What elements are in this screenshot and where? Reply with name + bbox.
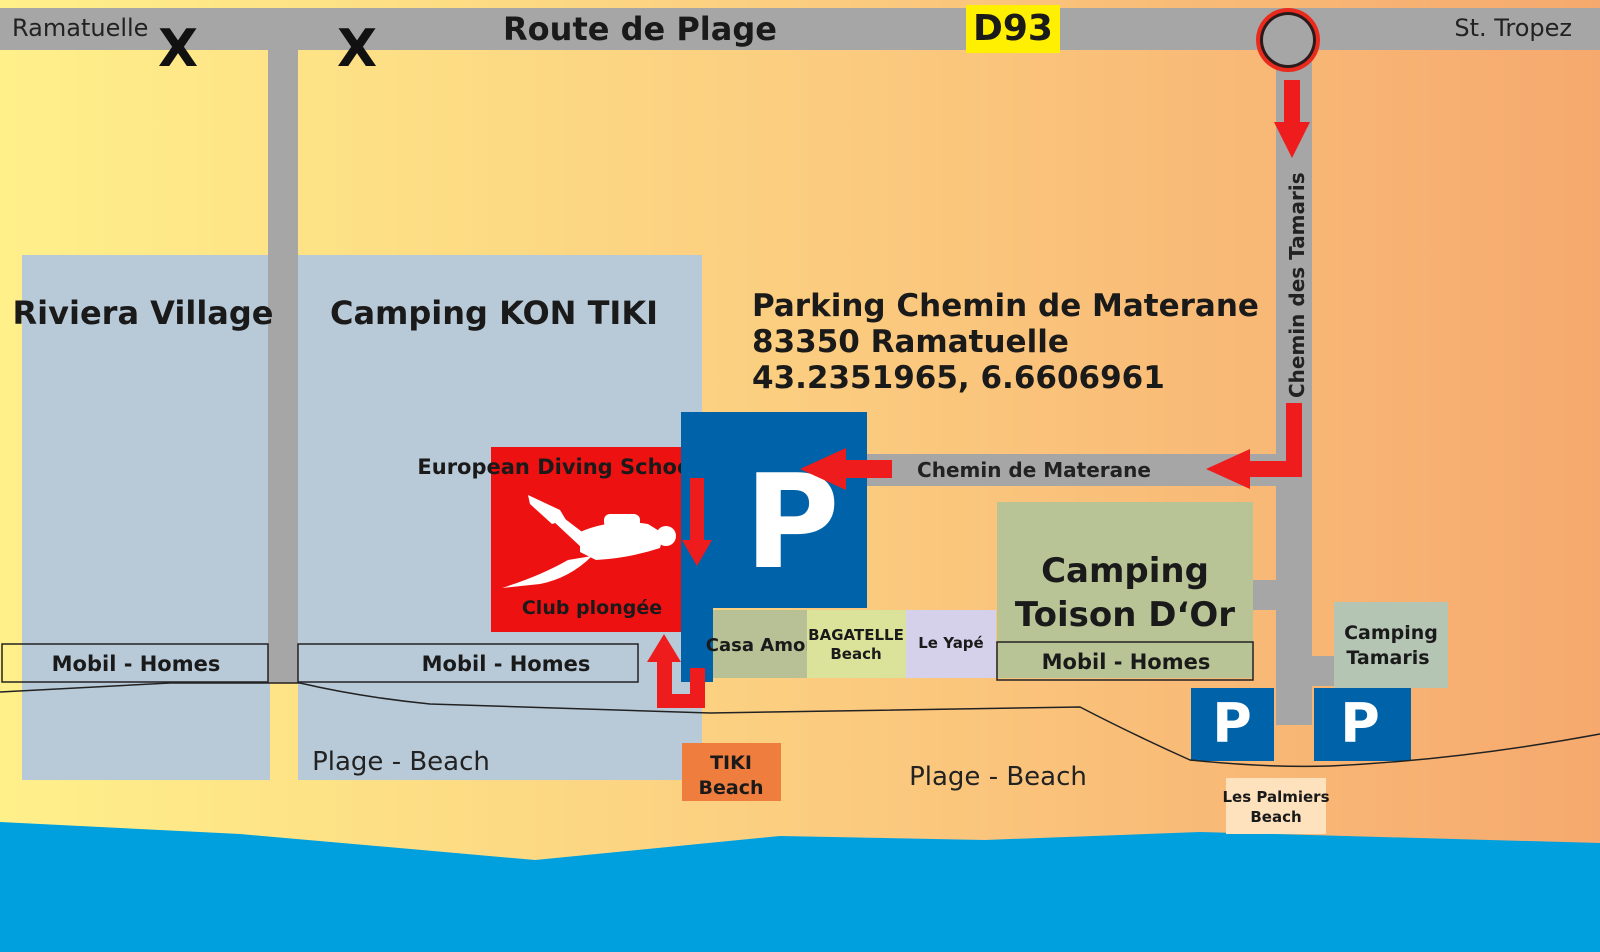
closed-marker-1: X: [158, 19, 198, 79]
shoreline: [0, 682, 1600, 768]
camping-toison-title-line2: Toison D‘Or: [1015, 595, 1235, 635]
small-parking-2: [1314, 688, 1411, 761]
small-parking-1-symbol: P: [1212, 692, 1252, 755]
european-diving-school-label: European Diving School: [417, 455, 698, 479]
closed-marker-2: X: [337, 19, 377, 79]
d93-label: D93: [973, 8, 1053, 49]
camping-tamaris-label-line2: Tamaris: [1346, 647, 1429, 669]
red-arrow-icon: [647, 80, 1310, 708]
camping-toison-block: [997, 502, 1253, 678]
sea: [0, 822, 1600, 952]
mobil-homes-label-2: Mobil - Homes: [422, 652, 591, 676]
casa-amor-label: Casa Amor: [706, 635, 815, 656]
club-plongee-label: Club plongée: [522, 597, 662, 619]
riviera-village-zone: [22, 255, 270, 780]
camping-kon-tiki-title: Camping KON TIKI: [330, 294, 658, 332]
route-de-plage-road: [0, 8, 1600, 50]
camping-tamaris-label-line1: Camping: [1344, 622, 1438, 644]
small-parking-1: [1191, 688, 1274, 761]
road-connector-toison: [1252, 580, 1278, 610]
le-yape-label: Le Yapé: [918, 634, 983, 652]
mobil-homes-strip-1: [1, 643, 269, 683]
small-parking-2-symbol: P: [1340, 692, 1380, 755]
bagatelle-label-line1: BAGATELLE: [808, 626, 904, 644]
beach-label-left: Plage - Beach: [312, 747, 490, 777]
le-yape-block: [906, 610, 996, 678]
parking-address-line1: Parking Chemin de Materane: [752, 288, 1259, 324]
closed-access-road: [268, 48, 298, 683]
parking-address-line2: 83350 Ramatuelle: [752, 324, 1069, 360]
roundabout-icon: [1256, 8, 1320, 72]
les-palmiers-label-line1: Les Palmiers: [1222, 788, 1329, 806]
bagatelle-label-line2: Beach: [830, 645, 881, 663]
chemin-des-tamaris-label: Chemin des Tamaris: [1285, 172, 1309, 398]
route-de-plage-label: Route de Plage: [503, 10, 777, 48]
tiki-beach-label-line2: Beach: [699, 777, 764, 799]
les-palmiers-label-line2: Beach: [1250, 808, 1301, 826]
st-tropez-label: St. Tropez: [1454, 14, 1572, 42]
les-palmiers-block: [1226, 778, 1326, 834]
ramatuelle-label: Ramatuelle: [12, 14, 148, 42]
road-connector-tamaris: [1310, 656, 1336, 686]
beach-label-right: Plage - Beach: [909, 762, 1087, 792]
camping-tamaris-block: [1334, 602, 1448, 688]
scuba-diver-icon: [502, 495, 676, 588]
mobil-homes-label-3: Mobil - Homes: [1042, 650, 1211, 674]
mobil-homes-strip-2: [297, 643, 639, 683]
tiki-beach-block: [682, 743, 781, 801]
tiki-beach-label-line1: TIKI: [710, 752, 752, 774]
mobil-homes-strip-3: [996, 641, 1254, 681]
chemin-des-tamaris-road: [1276, 48, 1312, 725]
riviera-village-title: Riviera Village: [13, 294, 274, 332]
d93-badge: [966, 5, 1060, 53]
main-parking-block: [681, 412, 867, 608]
chemin-de-materane-label: Chemin de Materane: [917, 458, 1151, 482]
bagatelle-block: [807, 610, 907, 678]
parking-coordinates: 43.2351965, 6.6606961: [752, 360, 1165, 396]
mobil-homes-label-1: Mobil - Homes: [52, 652, 221, 676]
camping-toison-title-line1: Camping: [1041, 551, 1209, 591]
casa-amor-block: [713, 610, 808, 678]
